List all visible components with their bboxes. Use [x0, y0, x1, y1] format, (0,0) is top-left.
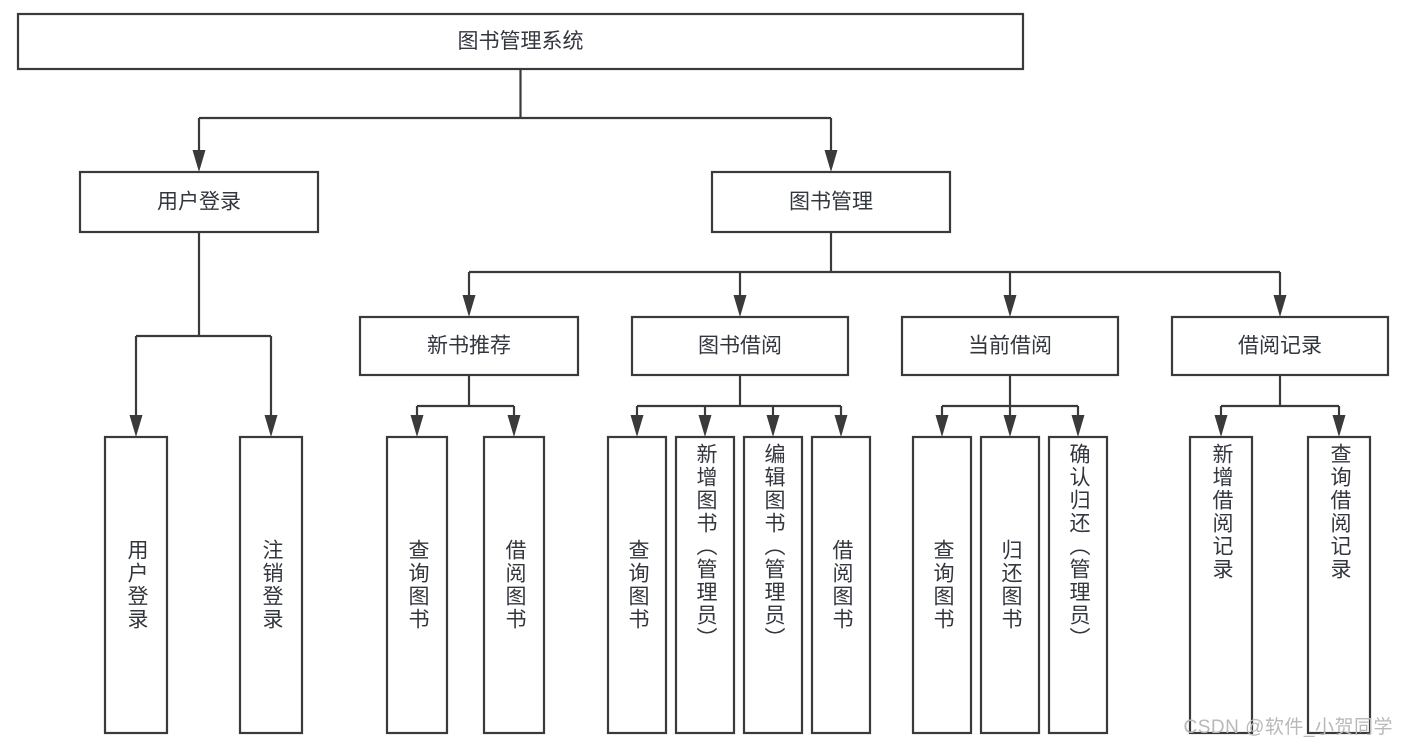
- watermark-text: CSDN @软件_小贺同学: [1183, 717, 1393, 738]
- node-label-book-manage: 图书管理: [789, 191, 873, 214]
- node-box-br-add[interactable]: [1188, 435, 1254, 735]
- arrow-head-login-do: [129, 415, 143, 437]
- node-label-root: 图书管理系统: [458, 30, 584, 53]
- node-box-user-login[interactable]: [78, 170, 320, 234]
- connector-layer: [129, 69, 1346, 437]
- arrow-head-user-login: [192, 150, 206, 172]
- node-box-cb-confirm[interactable]: [1047, 435, 1109, 735]
- arrow-head-bb-borrow: [834, 415, 848, 437]
- arrow-head-br-query: [1332, 415, 1346, 437]
- node-box-bb-query[interactable]: [606, 435, 668, 735]
- node-box-book-borrow[interactable]: [630, 315, 850, 377]
- node-box-new-book[interactable]: [358, 315, 580, 377]
- node-box-bb-borrow[interactable]: [810, 435, 872, 735]
- node-label-new-book: 新书推荐: [427, 335, 511, 358]
- arrow-head-bb-query: [630, 415, 644, 437]
- node-label-current-borrow: 当前借阅: [968, 335, 1052, 358]
- arrow-head-new-book: [462, 295, 476, 317]
- arrow-head-book-manage: [824, 150, 838, 172]
- arrow-head-br-add: [1214, 415, 1228, 437]
- arrow-head-nb-borrow: [507, 415, 521, 437]
- node-label-user-login: 用户登录: [157, 191, 241, 214]
- node-box-cb-return[interactable]: [979, 435, 1041, 735]
- arrow-head-bb-add: [698, 415, 712, 437]
- arrow-head-bb-edit: [766, 415, 780, 437]
- node-box-book-manage[interactable]: [710, 170, 952, 234]
- node-box-login-do[interactable]: [103, 435, 169, 735]
- node-box-root[interactable]: [16, 12, 1025, 71]
- node-label-borrow-record: 借阅记录: [1238, 335, 1322, 358]
- arrow-head-borrow-record: [1273, 295, 1287, 317]
- node-box-nb-borrow[interactable]: [482, 435, 546, 735]
- arrow-head-nb-query: [410, 415, 424, 437]
- arrow-head-logout-do: [264, 415, 278, 437]
- node-label-book-borrow: 图书借阅: [698, 335, 782, 358]
- node-box-current-borrow[interactable]: [900, 315, 1120, 377]
- arrow-head-current-borrow: [1003, 295, 1017, 317]
- arrow-head-book-borrow: [733, 295, 747, 317]
- node-box-bb-edit[interactable]: [742, 435, 804, 735]
- arrow-head-cb-confirm: [1071, 415, 1085, 437]
- node-box-bb-add[interactable]: [674, 435, 736, 735]
- node-box-cb-query[interactable]: [911, 435, 973, 735]
- arrow-head-cb-return: [1003, 415, 1017, 437]
- node-box-logout-do[interactable]: [238, 435, 304, 735]
- node-box-nb-query[interactable]: [385, 435, 449, 735]
- arrow-head-cb-query: [935, 415, 949, 437]
- node-box-br-query[interactable]: [1306, 435, 1372, 735]
- node-box-borrow-record[interactable]: [1170, 315, 1390, 377]
